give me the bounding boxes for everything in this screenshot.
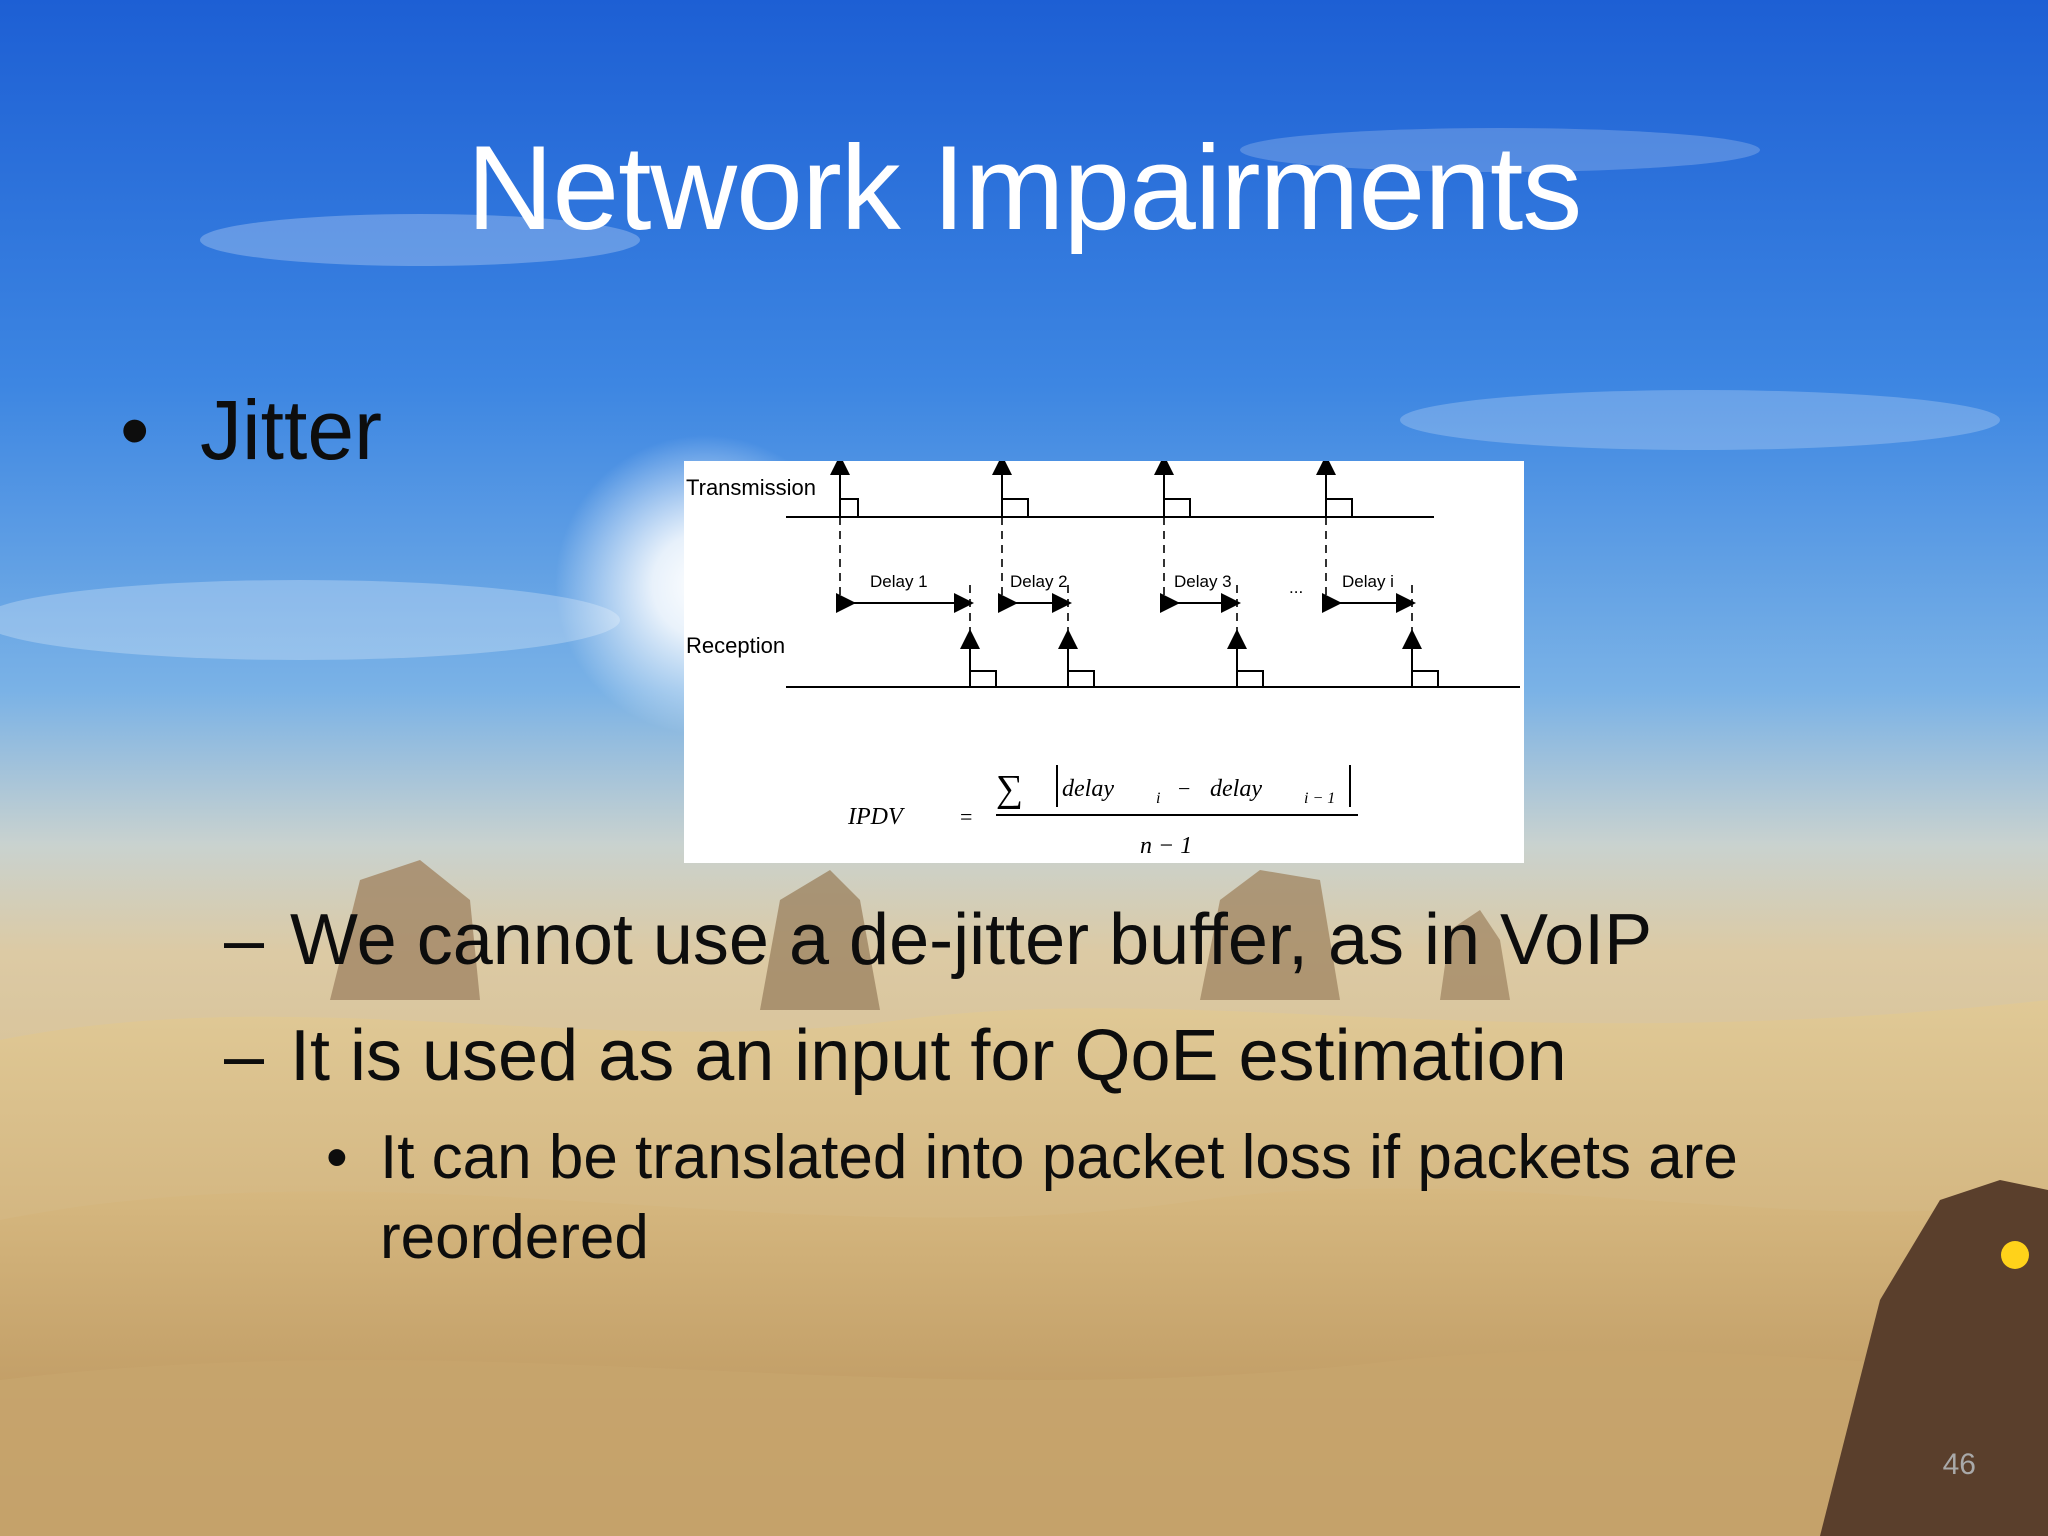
page-number: 46 <box>1942 1448 1976 1481</box>
formula-equals: = <box>960 804 972 829</box>
reception-label: Reception <box>686 633 785 658</box>
transmission-pulses <box>830 455 1353 517</box>
formula-sum: ∑ <box>996 768 1023 810</box>
sub-item-text: We cannot use a de-jitter buffer, as in … <box>290 900 1653 980</box>
jitter-diagram: Transmission Reception <box>684 455 1524 863</box>
formula-term1: delay <box>1062 776 1114 802</box>
sub-item-2: –It is used as an input for QoE estimati… <box>224 1013 1567 1099</box>
subsub-item-text: It can be translated into packet loss if… <box>380 1123 1738 1272</box>
sub-item-1: –We cannot use a de-jitter buffer, as in… <box>224 897 1652 983</box>
slide-title: Network Impairments <box>466 121 1583 255</box>
formula-lhs: IPDV <box>847 804 905 830</box>
dashed-guides <box>839 517 1413 639</box>
bullet-jitter: • Jitter <box>120 380 382 480</box>
bullet-text: Jitter <box>200 383 383 477</box>
transmission-label: Transmission <box>686 475 816 500</box>
formula-minus: − <box>1178 776 1190 801</box>
ipdv-formula: IPDV = ∑ delay i − delay i − 1 n − 1 <box>847 765 1358 859</box>
bullet-marker: • <box>120 383 150 477</box>
delay-label-3: Delay 3 <box>1174 572 1232 591</box>
delay-label-1: Delay 1 <box>870 572 928 591</box>
sub-marker: – <box>224 1016 265 1096</box>
formula-sub1: i <box>1156 790 1160 807</box>
reception-pulses <box>960 629 1439 687</box>
delay-ellipsis: ... <box>1289 578 1303 597</box>
formula-denominator: n − 1 <box>1140 833 1192 859</box>
subsub-marker: • <box>326 1123 348 1192</box>
sub-item-text: It is used as an input for QoE estimatio… <box>290 1016 1567 1096</box>
formula-term2: delay <box>1210 776 1262 802</box>
formula-sub2: i − 1 <box>1304 790 1335 807</box>
delay-label-i: Delay i <box>1342 572 1394 591</box>
delay-label-2: Delay 2 <box>1010 572 1068 591</box>
jitter-diagram-svg: Transmission Reception <box>686 455 1520 859</box>
sub-marker: – <box>224 900 265 980</box>
